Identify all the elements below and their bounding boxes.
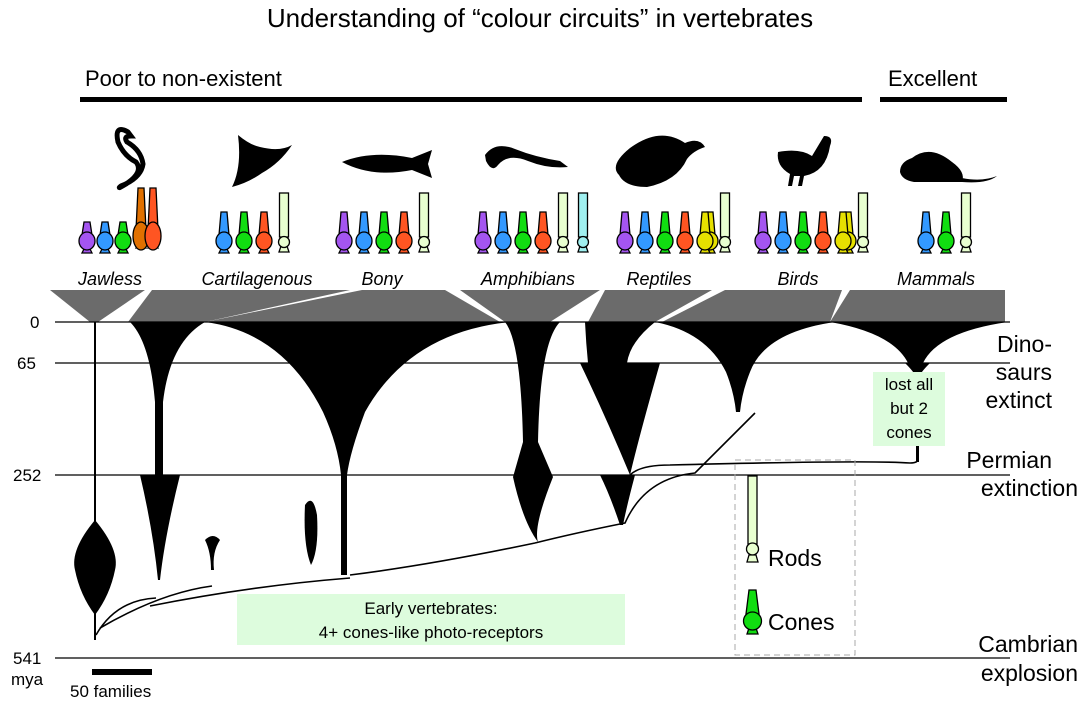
legend-rod-icon bbox=[745, 475, 760, 563]
salamander-icon bbox=[485, 146, 568, 169]
rod-receptor bbox=[417, 192, 431, 253]
legend-cones-label: Cones bbox=[768, 609, 834, 635]
legend bbox=[742, 475, 763, 635]
cone-receptor bbox=[474, 211, 492, 254]
early-note-1: Early vertebrates: bbox=[364, 599, 497, 618]
tree-branches bbox=[95, 412, 919, 636]
event-cambrian-1: Cambrian bbox=[978, 631, 1078, 657]
turtle-icon bbox=[615, 135, 705, 187]
time-252: 252 bbox=[13, 466, 41, 485]
rod-receptor bbox=[277, 192, 291, 253]
legend-rods-label: Rods bbox=[768, 545, 822, 571]
phylogeny-tree bbox=[74, 322, 1008, 640]
cone-receptor bbox=[616, 211, 634, 254]
event-dino-2: saurs bbox=[996, 359, 1052, 385]
event-dino-1: Dino- bbox=[997, 331, 1052, 357]
lamprey-icon bbox=[114, 127, 146, 191]
event-dino-3: extinct bbox=[986, 387, 1053, 413]
cone-receptor bbox=[656, 211, 674, 254]
cone-receptor bbox=[774, 211, 792, 254]
cone-receptor bbox=[335, 211, 353, 254]
group-label-jawless: Jawless bbox=[77, 269, 142, 289]
group-label-mammals: Mammals bbox=[897, 269, 975, 289]
excellent-label: Excellent bbox=[888, 66, 977, 91]
rod-receptor bbox=[576, 192, 590, 253]
time-541: 541 bbox=[13, 649, 41, 668]
cone-receptor bbox=[355, 211, 373, 254]
group-labels: Jawless Cartilagenous Bony Amphibians Reptil… bbox=[77, 269, 975, 289]
mouse-icon bbox=[900, 151, 997, 183]
chicken-icon bbox=[777, 136, 832, 186]
cone-receptor bbox=[215, 211, 233, 254]
cone-receptor bbox=[814, 211, 832, 254]
cone-receptor bbox=[917, 211, 935, 254]
cone-receptor bbox=[144, 187, 162, 251]
photoreceptor-row bbox=[78, 187, 973, 254]
event-cambrian-2: explosion bbox=[981, 660, 1078, 686]
fish-icon bbox=[342, 150, 432, 178]
cone-receptor bbox=[534, 211, 552, 254]
poor-bar bbox=[80, 97, 862, 102]
cone-receptor bbox=[375, 211, 393, 254]
cone-receptor bbox=[937, 211, 955, 254]
early-note-box bbox=[237, 594, 625, 645]
group-label-amphibians: Amphibians bbox=[480, 269, 575, 289]
cone-receptor bbox=[676, 211, 694, 254]
cone-receptor bbox=[834, 211, 852, 254]
cone-receptor bbox=[78, 221, 96, 254]
rod-receptor bbox=[959, 192, 973, 253]
time-0: 0 bbox=[30, 313, 39, 332]
cone-receptor bbox=[255, 211, 273, 254]
mammal-note-box bbox=[873, 372, 945, 446]
title: Understanding of “colour circuits” in ve… bbox=[267, 3, 813, 33]
mammal-note-2: but 2 bbox=[890, 399, 928, 418]
ray-icon bbox=[232, 135, 292, 187]
poor-label: Poor to non-existent bbox=[85, 66, 282, 91]
time-unit: mya bbox=[11, 670, 44, 689]
group-label-reptiles: Reptiles bbox=[626, 269, 691, 289]
legend-box bbox=[734, 459, 856, 656]
cone-receptor bbox=[636, 211, 654, 254]
group-label-birds: Birds bbox=[777, 269, 818, 289]
rod-receptor bbox=[856, 192, 870, 253]
group-funnels bbox=[50, 290, 1005, 322]
cone-receptor bbox=[494, 211, 512, 254]
time-65: 65 bbox=[17, 354, 36, 373]
cone-receptor bbox=[754, 211, 772, 254]
mammal-note-1: lost all bbox=[885, 375, 933, 394]
cone-receptor bbox=[794, 211, 812, 254]
group-label-cartilagenous: Cartilagenous bbox=[201, 269, 312, 289]
cone-receptor bbox=[114, 221, 132, 254]
cone-receptor bbox=[514, 211, 532, 254]
legend-cone-icon bbox=[742, 589, 763, 635]
group-label-bony: Bony bbox=[361, 269, 403, 289]
scale-label: 50 families bbox=[70, 682, 151, 701]
event-permian-1: Permian bbox=[966, 447, 1052, 473]
timescale-lines bbox=[55, 321, 1010, 659]
cone-receptor bbox=[696, 211, 714, 254]
early-note-2: 4+ cones-like photo-receptors bbox=[319, 623, 543, 642]
excellent-bar bbox=[880, 97, 1007, 102]
cone-receptor bbox=[395, 211, 413, 254]
scale-bar bbox=[92, 669, 152, 675]
rod-receptor bbox=[556, 192, 570, 253]
cone-receptor bbox=[235, 211, 253, 254]
event-permian-2: extinction bbox=[981, 475, 1078, 501]
cone-receptor bbox=[96, 221, 114, 254]
mammal-note-3: cones bbox=[886, 423, 931, 442]
rod-receptor bbox=[718, 192, 732, 253]
